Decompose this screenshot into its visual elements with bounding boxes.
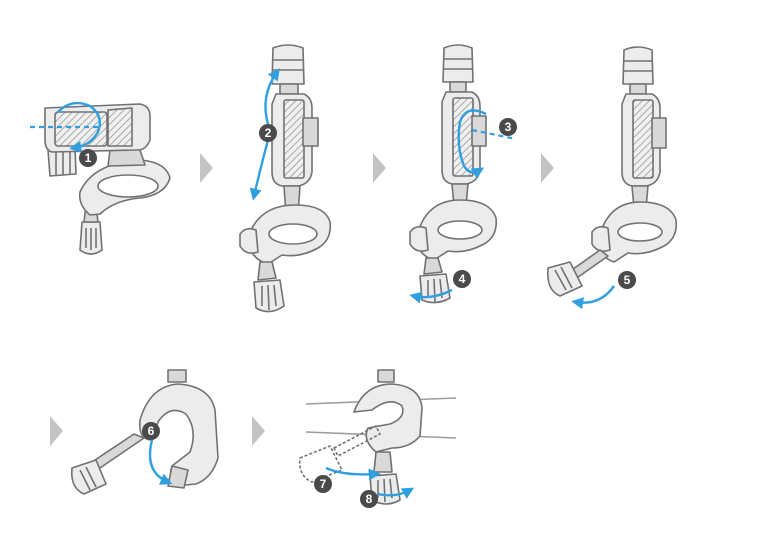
- step-badge-6: 6: [142, 422, 160, 440]
- step-number: 3: [505, 120, 512, 134]
- rotate-arrow-icon: [57, 101, 101, 154]
- rotate-arrow-icon: [409, 288, 453, 304]
- step-badge-7: 7: [314, 475, 332, 493]
- step-badge-5: 5: [618, 271, 636, 289]
- rotate-arrow-icon: [457, 109, 487, 179]
- next-step-arrow-icon: [252, 416, 265, 446]
- rotate-arrow-icon: [377, 487, 415, 499]
- step-number: 2: [265, 126, 272, 140]
- step-2-illustration: [239, 44, 332, 313]
- next-step-arrow-icon: [200, 153, 213, 183]
- step-number: 4: [459, 272, 466, 286]
- step-badge-1: 1: [79, 149, 97, 167]
- step-badge-4: 4: [453, 270, 471, 288]
- rotate-arrow-icon: [571, 285, 615, 310]
- step-4-illustration: [546, 46, 678, 297]
- rotate-arrow-icon: [249, 139, 270, 201]
- step-6-illustration: [70, 369, 219, 495]
- step-number: 7: [320, 477, 327, 491]
- rotate-arrow-icon: [325, 466, 381, 481]
- step-number: 6: [148, 424, 155, 438]
- axis-line: [471, 128, 517, 141]
- rotate-arrow-icon: [264, 68, 280, 125]
- step-number: 1: [85, 151, 92, 165]
- step-badge-2: 2: [259, 124, 277, 142]
- step-3-illustration: [409, 44, 498, 304]
- next-step-arrow-icon: [373, 153, 386, 183]
- step-badge-3: 3: [499, 118, 517, 136]
- next-step-arrow-icon: [50, 416, 63, 446]
- step-number: 8: [366, 492, 373, 506]
- rotate-arrow-icon: [148, 439, 173, 485]
- step-number: 5: [624, 273, 631, 287]
- next-step-arrow-icon: [541, 153, 554, 183]
- step-badge-8: 8: [360, 490, 378, 508]
- step-1-illustration: [44, 103, 171, 255]
